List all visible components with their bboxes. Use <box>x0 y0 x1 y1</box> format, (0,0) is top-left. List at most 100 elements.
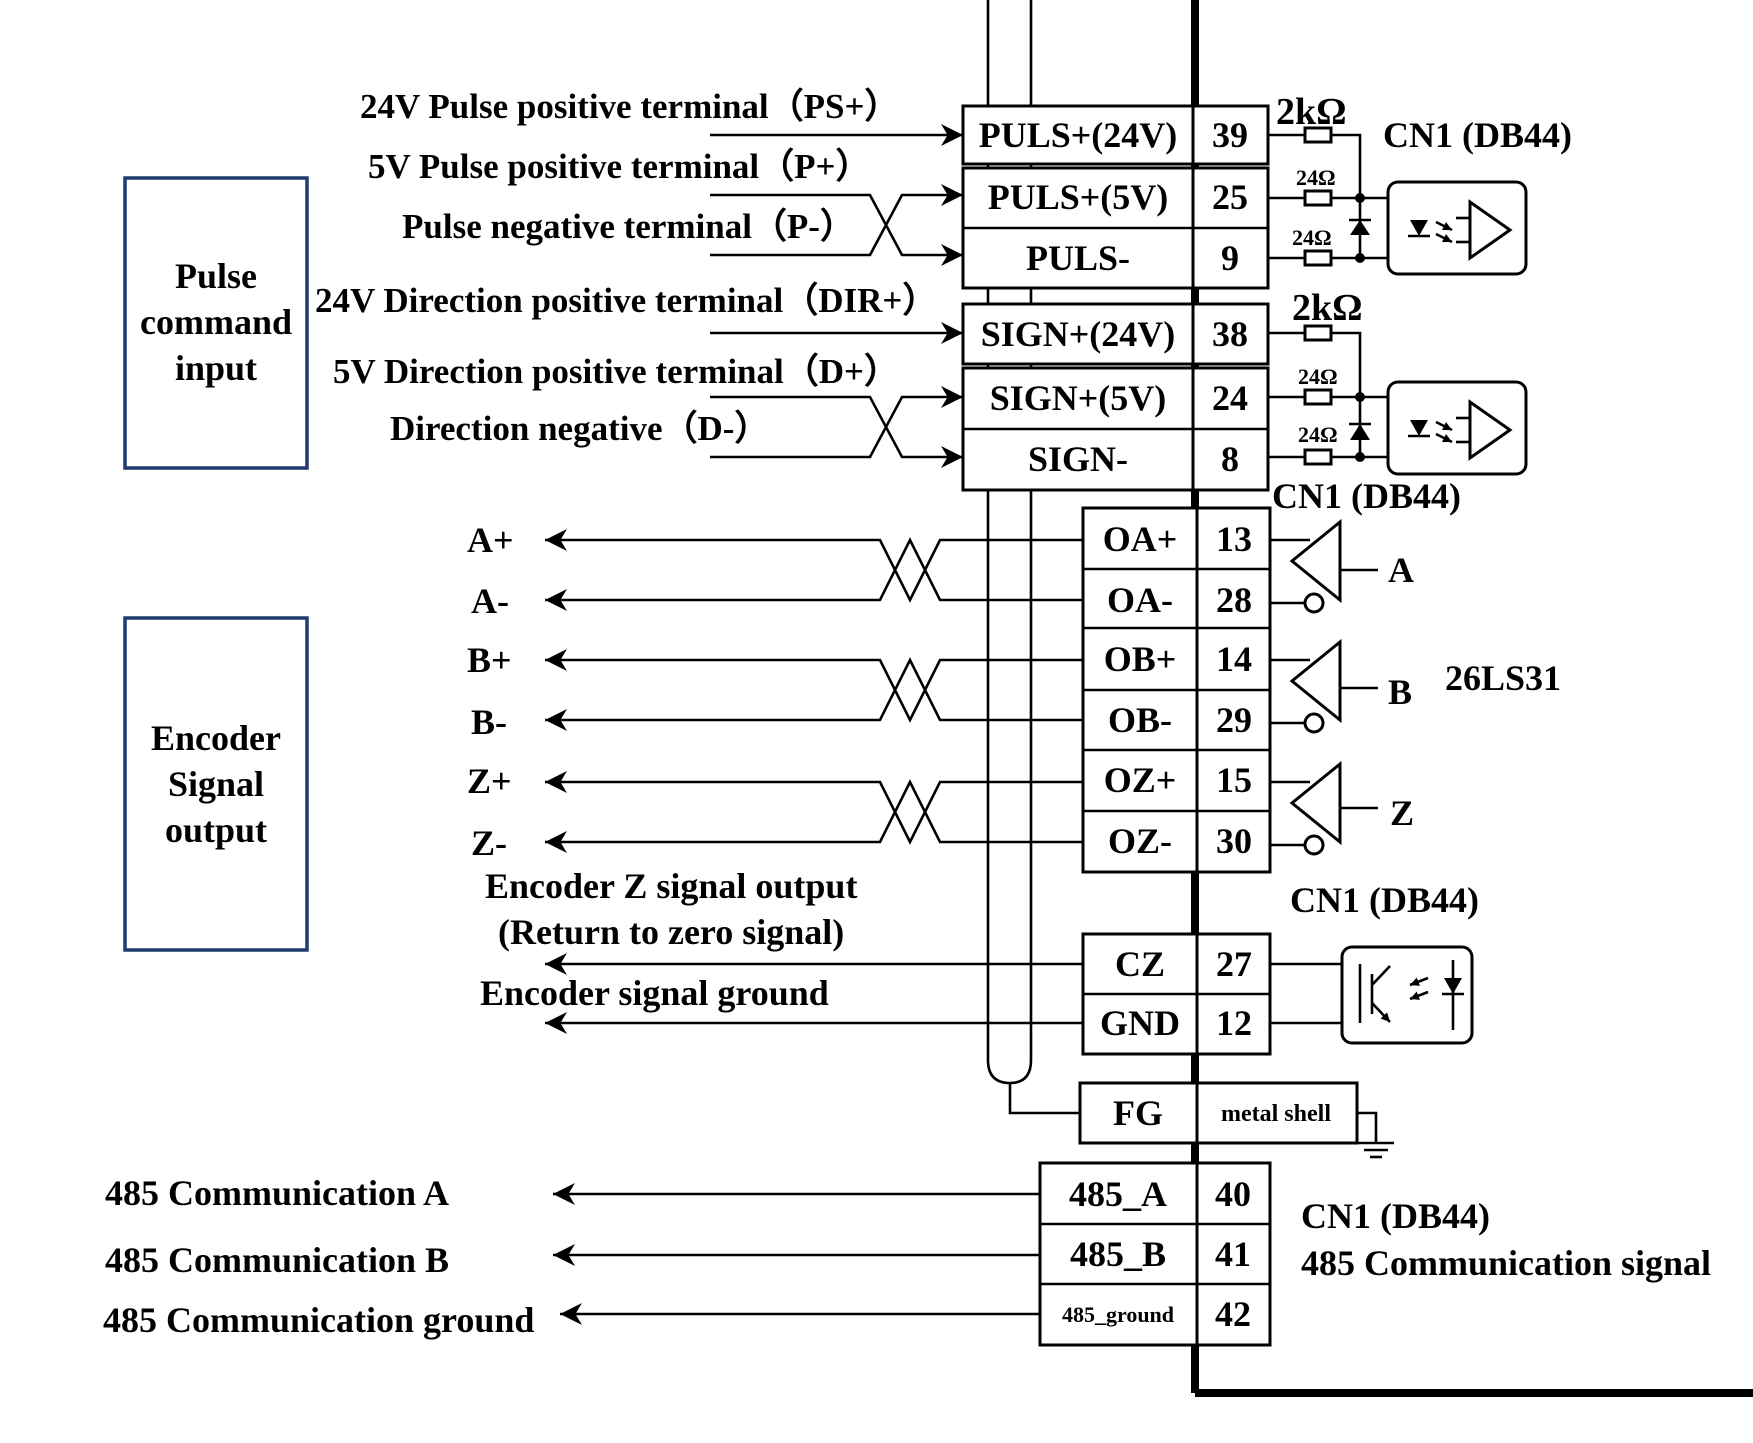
svg-text:485_A: 485_A <box>1069 1174 1167 1214</box>
svg-text:12: 12 <box>1216 1003 1252 1043</box>
svg-text:command: command <box>140 302 292 342</box>
svg-text:A-: A- <box>471 581 509 621</box>
comm-labels: 485 Communication A 485 Communication B … <box>103 1173 534 1340</box>
svg-text:25: 25 <box>1212 177 1248 217</box>
pulse-optocoupler-circuit <box>1268 126 1528 276</box>
svg-text:485_B: 485_B <box>1070 1234 1166 1274</box>
svg-text:5V Direction positive terminal: 5V Direction positive terminal（D+） <box>333 352 899 391</box>
svg-text:CN1 (DB44): CN1 (DB44) <box>1272 476 1461 516</box>
svg-text:OZ+: OZ+ <box>1104 760 1177 800</box>
svg-text:38: 38 <box>1212 314 1248 354</box>
pulse-input-wires <box>710 124 963 468</box>
z-pin-table: CZ 27 GND 12 <box>1081 932 1272 1056</box>
svg-text:24Ω: 24Ω <box>1292 225 1332 250</box>
z-phototransistor <box>1270 945 1474 1045</box>
z-output-labels: Encoder Z signal output (Return to zero … <box>480 866 857 1013</box>
line-driver-b <box>1270 638 1378 734</box>
comm-pin-table: 485_A 40 485_B 41 485_ground 42 <box>1038 1161 1272 1347</box>
svg-text:CN1 (DB44): CN1 (DB44) <box>1383 115 1572 155</box>
pulse-pin-table: PULS+(24V) 39 PULS+(5V) 25 PULS- 9 SIGN+… <box>961 104 1270 492</box>
svg-text:5V Pulse positive terminal（P+）: 5V Pulse positive terminal（P+） <box>368 147 870 186</box>
svg-text:15: 15 <box>1216 760 1252 800</box>
svg-text:40: 40 <box>1215 1174 1251 1214</box>
svg-text:485_ground: 485_ground <box>1062 1302 1174 1327</box>
encoder-output-wires <box>545 529 1083 853</box>
svg-text:2kΩ: 2kΩ <box>1292 287 1363 329</box>
svg-text:9: 9 <box>1221 238 1239 278</box>
svg-text:OB-: OB- <box>1108 700 1172 740</box>
svg-text:Encoder signal ground: Encoder signal ground <box>480 973 829 1013</box>
encoder-output-group: Encoder Signal output <box>123 616 309 952</box>
z-output-wires <box>545 953 1083 1034</box>
svg-text:485 Communication A: 485 Communication A <box>105 1173 449 1213</box>
ground-symbol <box>1357 1111 1394 1159</box>
svg-text:24Ω: 24Ω <box>1296 165 1336 190</box>
svg-text:B-: B- <box>471 702 507 742</box>
svg-text:485 Communication ground: 485 Communication ground <box>103 1300 534 1340</box>
svg-text:Pulse negative terminal（P-）: Pulse negative terminal（P-） <box>402 207 855 246</box>
svg-text:24Ω: 24Ω <box>1298 422 1338 447</box>
svg-text:OA+: OA+ <box>1103 519 1178 559</box>
encoder-output-labels: A+ A- B+ B- Z+ Z- <box>467 520 514 863</box>
svg-text:485 Communication B: 485 Communication B <box>105 1240 449 1280</box>
svg-text:42: 42 <box>1215 1294 1251 1334</box>
svg-text:Direction negative（D-）: Direction negative（D-） <box>390 409 769 448</box>
line-driver-z <box>1270 760 1378 856</box>
svg-text:(Return to zero signal): (Return to zero signal) <box>498 912 844 952</box>
svg-text:24: 24 <box>1212 378 1248 418</box>
svg-text:CN1 (DB44): CN1 (DB44) <box>1290 880 1479 920</box>
svg-text:B+: B+ <box>467 640 512 680</box>
svg-text:Z-: Z- <box>471 823 507 863</box>
svg-text:29: 29 <box>1216 700 1252 740</box>
cable-shield <box>986 0 1082 1115</box>
svg-text:OB+: OB+ <box>1104 639 1177 679</box>
svg-text:OA-: OA- <box>1107 580 1173 620</box>
svg-text:Z: Z <box>1390 793 1414 833</box>
svg-text:PULS-: PULS- <box>1026 238 1130 278</box>
svg-text:Signal: Signal <box>168 764 264 804</box>
svg-text:26LS31: 26LS31 <box>1445 658 1561 698</box>
comm-wires <box>553 1183 1040 1325</box>
svg-text:30: 30 <box>1216 821 1252 861</box>
svg-text:output: output <box>165 810 267 850</box>
svg-text:SIGN+(5V): SIGN+(5V) <box>990 378 1167 418</box>
svg-text:Encoder: Encoder <box>151 718 281 758</box>
svg-text:27: 27 <box>1216 944 1252 984</box>
svg-text:24V Pulse positive terminal（PS: 24V Pulse positive terminal（PS+） <box>360 87 899 126</box>
svg-text:B: B <box>1388 672 1412 712</box>
svg-text:CZ: CZ <box>1115 944 1165 984</box>
svg-text:Z+: Z+ <box>467 761 512 801</box>
connector-labels: CN1 (DB44) CN1 (DB44) CN1 (DB44) CN1 (DB… <box>1272 115 1572 1236</box>
svg-text:SIGN+(24V): SIGN+(24V) <box>981 314 1176 354</box>
svg-text:A: A <box>1388 550 1414 590</box>
fg-pin-table: FG metal shell <box>1078 1081 1359 1145</box>
svg-text:2kΩ: 2kΩ <box>1276 91 1347 133</box>
svg-text:8: 8 <box>1221 439 1239 479</box>
pulse-input-labels: 24V Pulse positive terminal（PS+） 5V Puls… <box>315 87 937 448</box>
driver-labels: A B Z 26LS31 <box>1388 550 1561 833</box>
svg-text:24Ω: 24Ω <box>1298 364 1338 389</box>
svg-text:SIGN-: SIGN- <box>1028 439 1128 479</box>
svg-text:OZ-: OZ- <box>1108 821 1172 861</box>
svg-text:Encoder Z signal output: Encoder Z signal output <box>485 866 857 906</box>
svg-text:FG: FG <box>1113 1093 1163 1133</box>
svg-text:14: 14 <box>1216 639 1252 679</box>
comm-title: 485 Communication signal <box>1301 1243 1711 1283</box>
svg-text:24V Direction positive termina: 24V Direction positive terminal（DIR+） <box>315 281 937 320</box>
svg-text:PULS+(5V): PULS+(5V) <box>988 177 1169 217</box>
svg-text:28: 28 <box>1216 580 1252 620</box>
svg-text:Pulse: Pulse <box>175 256 257 296</box>
svg-text:CN1 (DB44): CN1 (DB44) <box>1301 1196 1490 1236</box>
encoder-pin-table: OA+ 13 OA- 28 OB+ 14 OB- 29 OZ+ 15 OZ- 3… <box>1081 506 1272 874</box>
svg-text:39: 39 <box>1212 115 1248 155</box>
svg-text:PULS+(24V): PULS+(24V) <box>979 115 1178 155</box>
svg-text:41: 41 <box>1215 1234 1251 1274</box>
svg-text:input: input <box>175 348 257 388</box>
svg-text:A+: A+ <box>467 520 514 560</box>
pulse-command-group: Pulse command input <box>123 176 309 470</box>
svg-text:13: 13 <box>1216 519 1252 559</box>
line-driver-a <box>1270 518 1378 614</box>
svg-text:GND: GND <box>1100 1003 1180 1043</box>
resistor-labels: 2kΩ 24Ω 24Ω 2kΩ 24Ω 24Ω <box>1276 91 1363 447</box>
